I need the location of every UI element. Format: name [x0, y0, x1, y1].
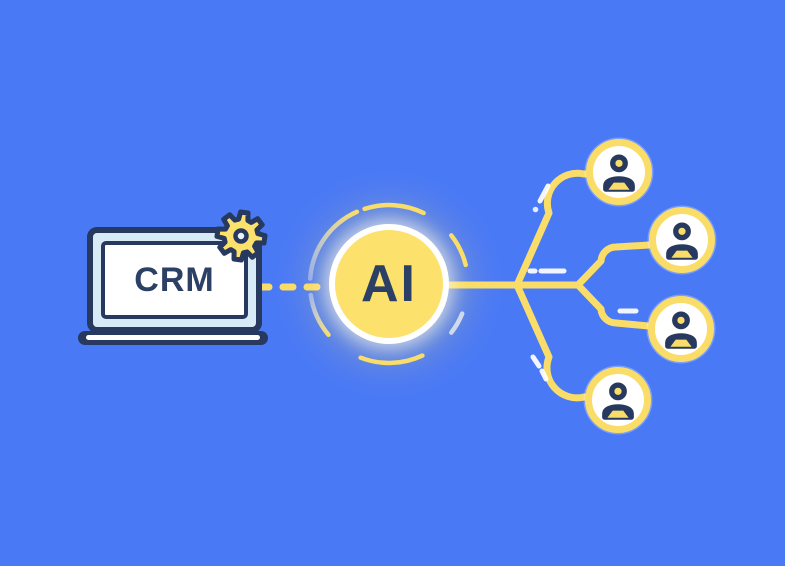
- pulse-arc-right: [449, 233, 468, 268]
- user-icon: [657, 215, 707, 265]
- gear-icon: [214, 209, 268, 263]
- motion-dash-bottom-long: [530, 354, 542, 369]
- branch-lower-line: [574, 281, 686, 333]
- user-avatar-1: [586, 139, 652, 205]
- crm-label: CRM: [134, 260, 215, 299]
- laptop-base: [78, 331, 268, 345]
- pulse-arc-top-left: [307, 209, 360, 281]
- pulse-arc-bottom-right: [449, 311, 465, 335]
- motion-dash-top-long: [537, 183, 551, 204]
- ai-label: AI: [361, 255, 417, 313]
- motion-dash-bottom-short: [539, 368, 549, 382]
- user-icon: [594, 147, 644, 197]
- branch-upper-line: [574, 239, 686, 289]
- user-avatar-4: [585, 367, 651, 433]
- ai-node: AI: [329, 224, 449, 344]
- user-icon: [656, 304, 706, 354]
- user-icon: [593, 375, 643, 425]
- user-avatar-2: [649, 207, 715, 273]
- branch-top-line: [513, 168, 623, 289]
- pulse-arc-bottom-left: [308, 292, 331, 338]
- pulse-arc-top: [362, 202, 426, 216]
- user-avatar-3: [648, 296, 714, 362]
- motion-dash-top-dot: [532, 206, 539, 213]
- branch-bottom-line: [513, 281, 622, 404]
- pulse-arc-bottom: [358, 353, 425, 366]
- laptop-base-highlight: [86, 335, 260, 340]
